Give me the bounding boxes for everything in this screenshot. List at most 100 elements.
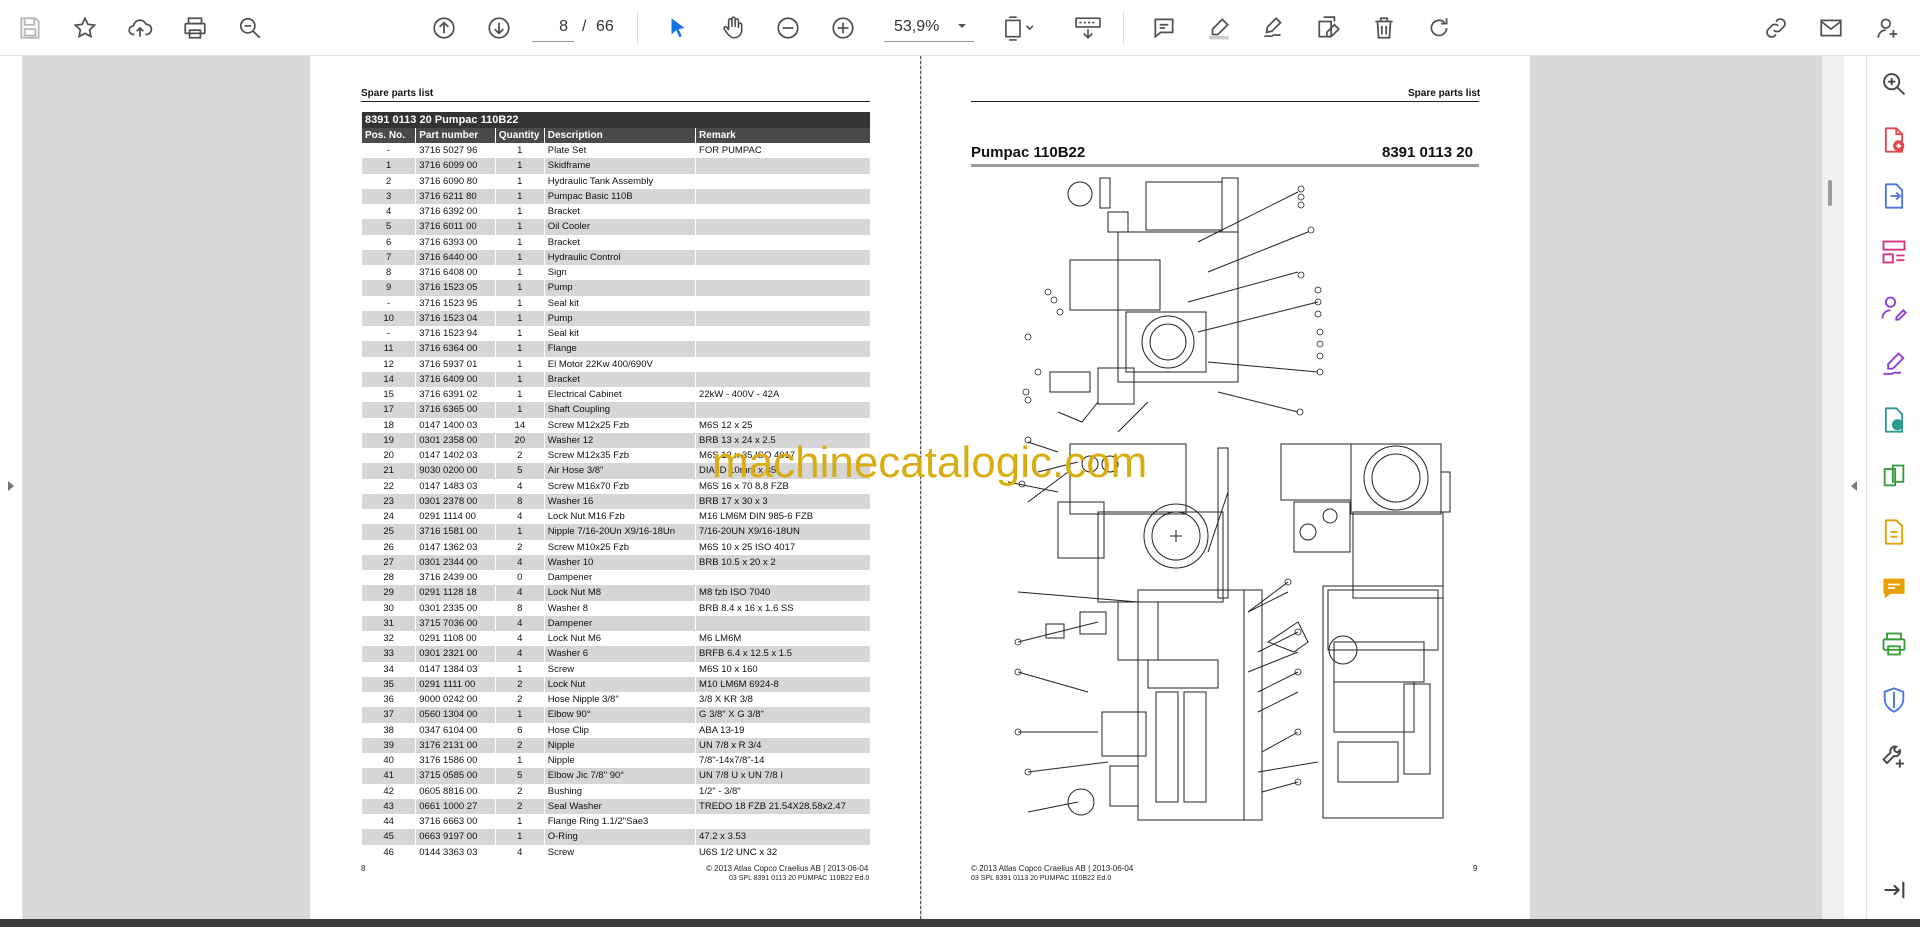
expand-left-panel-icon[interactable]	[5, 478, 17, 494]
protect-shield-icon[interactable]	[1878, 684, 1910, 716]
cell-part-number: 3716 5027 96	[415, 143, 496, 159]
comment-icon[interactable]	[1146, 10, 1182, 46]
cell-quantity: 4	[494, 631, 545, 647]
cell-quantity: 1	[494, 295, 545, 311]
cell-remark	[695, 204, 870, 220]
request-signatures-icon[interactable]	[1878, 292, 1910, 324]
cell-remark: M10 LM6M 6924-8	[695, 676, 870, 692]
search-zoom-icon[interactable]	[232, 10, 268, 46]
cell-pos-no: 36	[360, 692, 416, 708]
search-tool-icon[interactable]	[1878, 68, 1910, 100]
cell-pos-no: 40	[360, 753, 416, 769]
export-pdf-icon[interactable]	[1878, 180, 1910, 212]
col-header-part-number: Part number	[415, 128, 496, 143]
email-envelope-icon[interactable]	[1813, 10, 1849, 46]
cell-part-number: 3716 6090 80	[415, 173, 496, 189]
cell-quantity: 1	[494, 661, 545, 677]
cell-quantity: 1	[494, 753, 545, 769]
page-fit-icon[interactable]	[996, 10, 1044, 46]
zoom-in-icon[interactable]	[825, 10, 861, 46]
cell-quantity: 1	[494, 402, 545, 418]
cell-quantity: 1	[494, 356, 545, 372]
cell-description: Pumpac Basic 110B	[543, 188, 696, 204]
hand-tool-icon[interactable]	[715, 10, 751, 46]
cell-description: Bracket	[543, 204, 696, 220]
cell-remark: M6S 12 x 25	[695, 417, 870, 433]
cell-pos-no: 30	[360, 600, 416, 616]
upload-cloud-icon[interactable]	[122, 10, 158, 46]
compare-files-icon[interactable]	[1878, 460, 1910, 492]
scrollbar-thumb[interactable]	[1828, 180, 1832, 206]
print-icon[interactable]	[177, 10, 213, 46]
cell-remark	[695, 615, 870, 631]
cell-remark	[695, 814, 870, 830]
delete-trash-icon[interactable]	[1366, 10, 1402, 46]
cell-pos-no: 14	[360, 371, 416, 387]
cell-pos-no: -	[360, 295, 416, 311]
organize-pages-icon[interactable]	[1878, 236, 1910, 268]
zoom-out-icon[interactable]	[770, 10, 806, 46]
cell-remark: M8 fzb ISO 7040	[695, 585, 870, 601]
cell-part-number: 0560 1304 00	[415, 707, 496, 723]
cell-quantity: 1	[494, 707, 545, 723]
create-pdf-icon[interactable]	[1878, 124, 1910, 156]
collapse-tools-icon[interactable]	[1878, 874, 1910, 906]
cell-pos-no: 23	[360, 493, 416, 509]
cell-remark: 47.2 x 3.53	[695, 829, 870, 845]
cell-remark: U6S 1/2 UNC x 32	[695, 844, 870, 860]
cell-pos-no: 33	[360, 646, 416, 662]
add-user-icon[interactable]	[1870, 10, 1906, 46]
save-icon[interactable]	[12, 10, 48, 46]
cell-description: Elbow 90°	[543, 707, 696, 723]
draw-signature-icon[interactable]	[1256, 10, 1292, 46]
share-link-icon[interactable]	[1758, 10, 1794, 46]
cell-quantity: 2	[494, 798, 545, 814]
fill-sign-icon[interactable]	[1878, 348, 1910, 380]
comment-tool-icon[interactable]	[1878, 572, 1910, 604]
drawing-side-view	[1280, 443, 1451, 599]
select-cursor-icon[interactable]	[660, 10, 696, 46]
edit-text-icon[interactable]	[1311, 10, 1347, 46]
left-page-number: 8	[361, 864, 366, 873]
previous-page-icon[interactable]	[426, 10, 462, 46]
cell-pos-no: 34	[360, 661, 416, 677]
more-tools-icon[interactable]	[1878, 740, 1910, 772]
combine-files-icon[interactable]	[1878, 516, 1910, 548]
zoom-level-dropdown[interactable]: 53,9%	[884, 12, 974, 42]
next-page-icon[interactable]	[481, 10, 517, 46]
scroll-mode-icon[interactable]	[1066, 10, 1110, 46]
cell-part-number: 0605 8816 00	[415, 783, 496, 799]
right-page-number: 9	[1473, 864, 1478, 873]
cell-description: Screw	[543, 661, 696, 677]
collapse-right-panel-icon[interactable]	[1848, 478, 1860, 494]
redo-rotate-icon[interactable]	[1421, 10, 1457, 46]
cell-pos-no: 28	[360, 570, 416, 586]
cell-description: Bracket	[543, 371, 696, 387]
cell-description: Nipple	[543, 737, 696, 753]
cell-part-number: 3176 1586 00	[415, 753, 496, 769]
send-for-review-icon[interactable]	[1878, 404, 1910, 436]
cell-pos-no: 24	[360, 509, 416, 525]
drawing-front-view	[1007, 443, 1229, 603]
print-production-icon[interactable]	[1878, 628, 1910, 660]
cell-remark: 1/2" - 3/8"	[695, 783, 870, 799]
cell-remark: 3/8 X KR 3/8	[695, 692, 870, 708]
cell-quantity: 8	[494, 493, 545, 509]
cell-remark: DIA ID 10mm x 35	[695, 463, 870, 479]
cell-description: Skidframe	[543, 158, 696, 174]
vertical-scrollbar[interactable]	[1822, 56, 1844, 919]
bookmark-star-icon[interactable]	[67, 10, 103, 46]
highlight-pen-icon[interactable]	[1201, 10, 1237, 46]
page-number-input[interactable]	[532, 12, 574, 42]
